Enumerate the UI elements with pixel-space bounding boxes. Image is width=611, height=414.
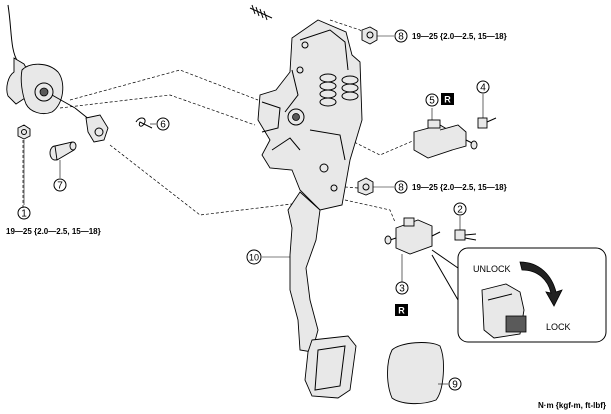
svg-text:8: 8 (398, 32, 404, 43)
callout-2: 2 (453, 202, 467, 216)
callout-6: 6 (156, 117, 170, 131)
nut-8-top (361, 26, 378, 45)
return-spring-top (249, 4, 273, 21)
lock-detail-inset: UNLOCK LOCK (431, 247, 607, 343)
switch-3 (384, 217, 441, 255)
torque-spec-mid: 19—25 {2.0—2.5, 15—18} (412, 183, 507, 192)
switch-5 (413, 119, 478, 159)
callout-8-mid: 8 (394, 180, 408, 194)
callout-1: 1 (17, 206, 31, 220)
pedal-pad-9 (387, 342, 444, 405)
nut-8-mid (357, 177, 374, 196)
callout-9: 9 (448, 377, 462, 391)
svg-text:2: 2 (457, 205, 463, 216)
callout-8-top: 8 (394, 29, 408, 43)
snap-pin-6 (135, 117, 153, 129)
svg-text:R: R (398, 306, 405, 316)
pedal-bracket (257, 19, 363, 211)
clevis-pin-7 (49, 141, 77, 161)
svg-text:9: 9 (452, 380, 458, 391)
svg-text:4: 4 (480, 83, 486, 94)
svg-text:10: 10 (249, 253, 259, 263)
clutch-pedal-10 (287, 191, 357, 399)
callouts: 1 2 3 4 5 6 7 8 (17, 29, 490, 391)
replace-mark-3: R (395, 304, 408, 316)
unlock-label: UNLOCK (473, 264, 511, 274)
replace-mark-5: R (441, 93, 454, 105)
svg-text:R: R (444, 95, 451, 105)
svg-text:8: 8 (398, 183, 404, 194)
connector-4 (477, 117, 497, 129)
clutch-cable-hose (6, 4, 109, 143)
svg-text:1: 1 (21, 209, 27, 220)
units-note: N·m {kgf-m, ft-lbf} (538, 401, 606, 410)
callout-10: 10 (246, 249, 262, 265)
callout-4: 4 (476, 80, 490, 94)
connector-2 (454, 229, 477, 241)
callout-7: 7 (53, 178, 67, 192)
svg-text:5: 5 (429, 96, 435, 107)
torque-spec-left: 19—25 {2.0—2.5, 15—18} (6, 227, 101, 236)
nut-1 (17, 124, 31, 140)
coil-springs (319, 73, 359, 107)
svg-text:6: 6 (160, 120, 166, 131)
torque-spec-top: 19—25 {2.0—2.5, 15—18} (412, 32, 507, 41)
leader-lines (23, 35, 484, 385)
svg-text:7: 7 (57, 181, 63, 192)
callout-3: 3 (395, 281, 409, 295)
callout-5: 5 (425, 93, 439, 107)
lock-label: LOCK (546, 322, 571, 332)
svg-text:3: 3 (399, 284, 405, 295)
